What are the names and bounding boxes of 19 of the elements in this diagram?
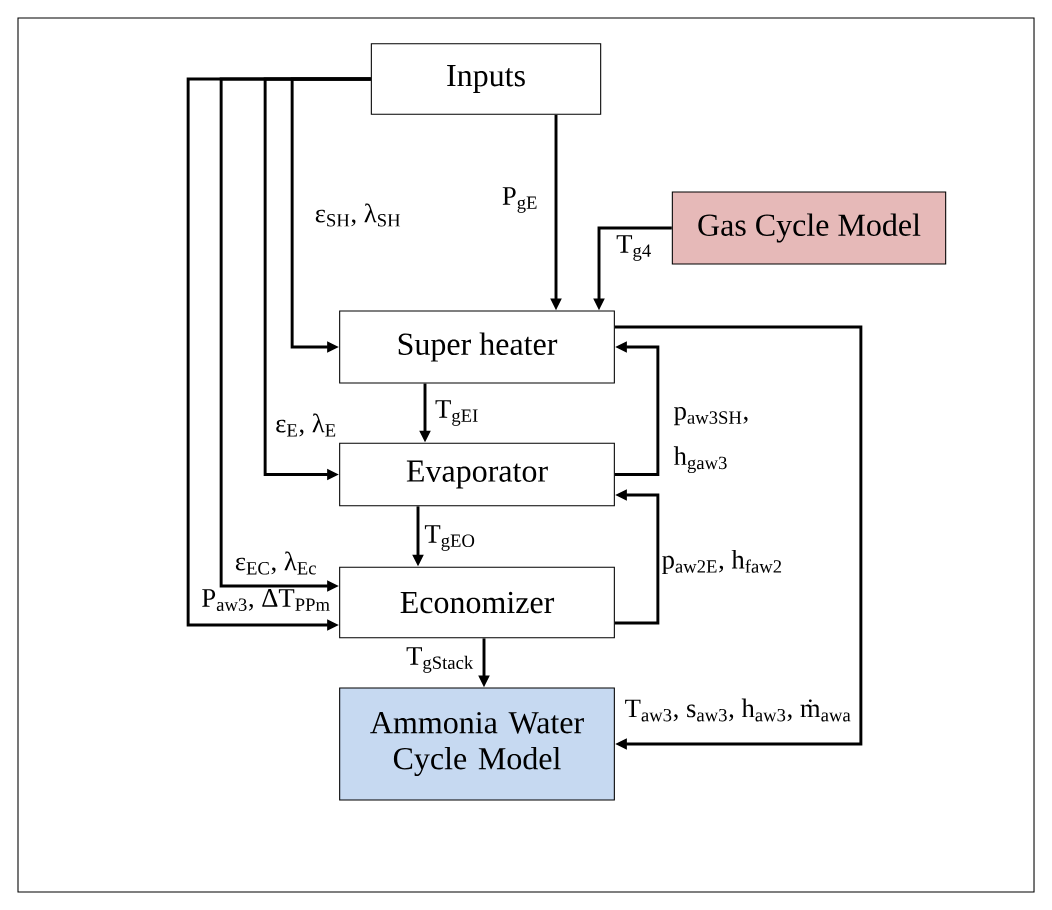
edge-label: P$_{aw3}$, ΔT$_{PPm}$ [202,589,330,611]
edge-label: p$_{aw3SH}$, h$_{gaw3}$ [673,406,748,474]
edge-label: T$_{aw3}$, s$_{aw3}$, h$_{aw3}$, ṁ$_{awa}$ [625,698,851,722]
arrow [614,325,863,750]
edge-label: T$_{gEI}$ [435,400,478,426]
process-box: Inputs [370,43,602,115]
process-box: Economizer [339,566,615,639]
edge-label: ε$_{SH}$, λ$_{SH}$ [315,203,401,227]
process-box: Gas Cycle Model [671,191,947,265]
edge-label: T$_{gStack}$ [406,647,474,673]
edge-label: T$_{gEO}$ [424,525,475,551]
process-box: Super heater [339,310,615,384]
edge-label: ε$_{E}$, λ$_{E}$ [276,413,336,437]
process-box: Evaporator [339,442,615,507]
edge-label: T$_{g4}$ [616,235,651,261]
edge-label: p$_{aw2E}$, h$_{faw2}$ [662,549,782,575]
edge-label: P$_{gE}$ [502,187,537,213]
process-box: Ammonia Water Cycle Model [339,687,615,801]
edge-label: ε$_{EC}$, λ$_{Ec}$ [235,551,316,575]
